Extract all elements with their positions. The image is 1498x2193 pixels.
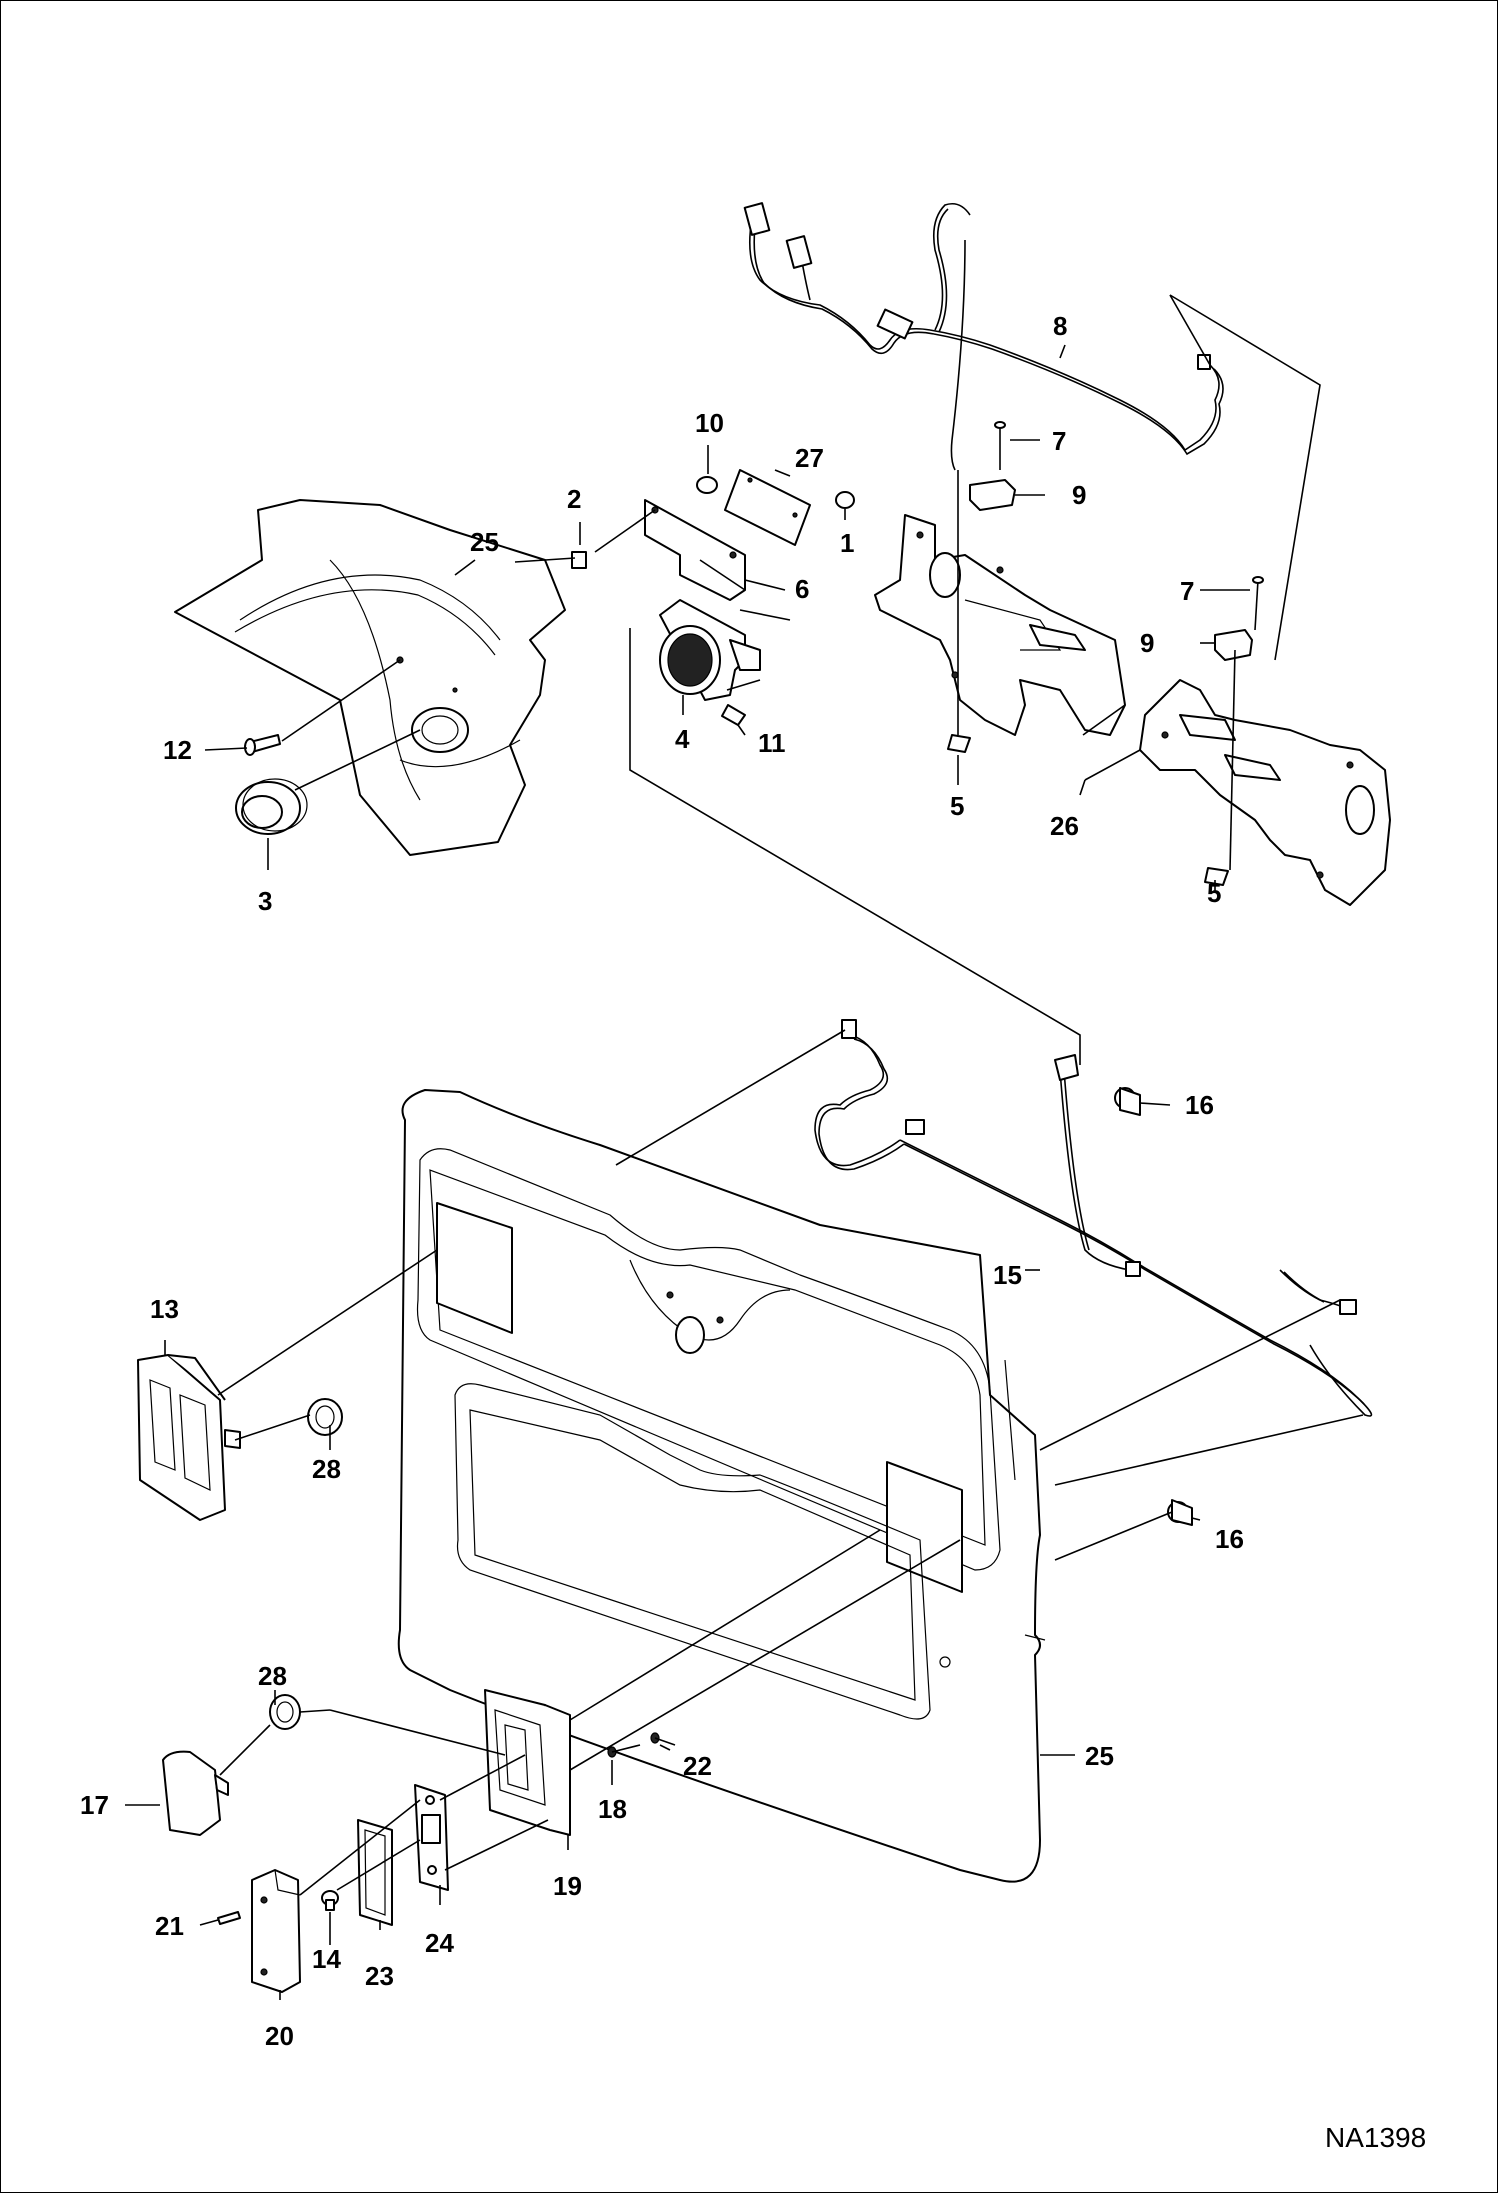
callout-labels: 1 2 3 4 5 5 6 7 7 8 9 9 10 11 12 13 14 1… bbox=[80, 311, 1426, 2153]
plate-part-27 bbox=[724, 469, 811, 546]
callout-3: 3 bbox=[258, 886, 272, 916]
callout-6: 6 bbox=[795, 574, 809, 604]
clamp-part-9-lower bbox=[1214, 629, 1253, 661]
callout-2: 2 bbox=[567, 484, 581, 514]
callout-8: 8 bbox=[1053, 311, 1067, 341]
bolt-part-7-lower bbox=[1252, 576, 1264, 631]
mounting-plate-part-24 bbox=[414, 1784, 449, 1891]
bolt-part-11 bbox=[721, 704, 746, 726]
switch-housing-part-19 bbox=[484, 1689, 571, 1836]
callout-11: 11 bbox=[758, 728, 786, 758]
callout-7-upper: 7 bbox=[1052, 426, 1066, 456]
callout-21: 21 bbox=[155, 1911, 184, 1941]
callout-19: 19 bbox=[553, 1871, 582, 1901]
callout-9-lower: 9 bbox=[1140, 628, 1154, 658]
spacer-part-5-left bbox=[947, 734, 971, 753]
callout-28-lower: 28 bbox=[258, 1661, 287, 1691]
callout-13: 13 bbox=[150, 1294, 179, 1324]
callout-5-right: 5 bbox=[1207, 878, 1221, 908]
wire-harness-part-8 bbox=[743, 202, 1224, 471]
drawing-id: NA1398 bbox=[1325, 2122, 1426, 2153]
callout-20: 20 bbox=[265, 2021, 294, 2051]
callout-24: 24 bbox=[425, 1928, 454, 1958]
clip-part-16-upper bbox=[1114, 1087, 1141, 1116]
grommet-part-3 bbox=[235, 778, 308, 835]
callout-27: 27 bbox=[795, 443, 824, 473]
callout-16-lower: 16 bbox=[1215, 1524, 1244, 1554]
callout-28-upper: 28 bbox=[312, 1454, 341, 1484]
callout-7-lower: 7 bbox=[1180, 576, 1194, 606]
clip-part-16-lower bbox=[1167, 1499, 1193, 1526]
alarm-part-4 bbox=[659, 599, 761, 701]
callout-5-left: 5 bbox=[950, 791, 964, 821]
callout-14: 14 bbox=[312, 1944, 341, 1974]
screw-part-21 bbox=[217, 1911, 241, 1925]
blank-plug-part-17 bbox=[162, 1750, 229, 1836]
callout-25-upper: 25 bbox=[470, 527, 499, 557]
callout-12: 12 bbox=[163, 735, 192, 765]
callout-16-upper: 16 bbox=[1185, 1090, 1214, 1120]
callout-10: 10 bbox=[695, 408, 724, 438]
nut-part-1 bbox=[835, 491, 855, 509]
callout-leaders bbox=[125, 344, 1250, 2000]
rocker-switch-part-13 bbox=[137, 1354, 241, 1521]
callout-26: 26 bbox=[1050, 811, 1079, 841]
callout-18: 18 bbox=[598, 1794, 627, 1824]
wire-harness-part-15 bbox=[814, 1019, 1373, 1417]
grommet-part-28-upper bbox=[307, 1398, 343, 1436]
gasket-part-23 bbox=[357, 1819, 393, 1926]
callout-15: 15 bbox=[993, 1260, 1022, 1290]
bolt-part-7-upper bbox=[994, 421, 1006, 470]
assembly-lines bbox=[217, 294, 1364, 1896]
spacer-part-5-right bbox=[1204, 867, 1229, 886]
mounting-bracket-part-26-right bbox=[1139, 679, 1391, 906]
callout-23: 23 bbox=[365, 1961, 394, 1991]
clip-part-2 bbox=[571, 551, 587, 569]
bracket-part-6 bbox=[644, 499, 746, 601]
door-panel-part-25 bbox=[397, 1089, 1046, 1883]
callout-1: 1 bbox=[840, 528, 854, 558]
screw-part-12 bbox=[244, 734, 281, 756]
callout-4: 4 bbox=[675, 724, 690, 754]
callout-9-upper: 9 bbox=[1072, 480, 1086, 510]
lamp-housing-part-20 bbox=[251, 1869, 301, 1993]
clamp-part-9-upper bbox=[969, 479, 1016, 511]
callout-17: 17 bbox=[80, 1790, 109, 1820]
callout-25-lower: 25 bbox=[1085, 1741, 1114, 1771]
nut-part-10 bbox=[696, 476, 718, 494]
upper-panel-25 bbox=[174, 499, 566, 856]
bulb-part-14 bbox=[321, 1890, 339, 1911]
callout-22: 22 bbox=[683, 1751, 712, 1781]
mounting-bracket-part-26-left bbox=[874, 514, 1126, 736]
